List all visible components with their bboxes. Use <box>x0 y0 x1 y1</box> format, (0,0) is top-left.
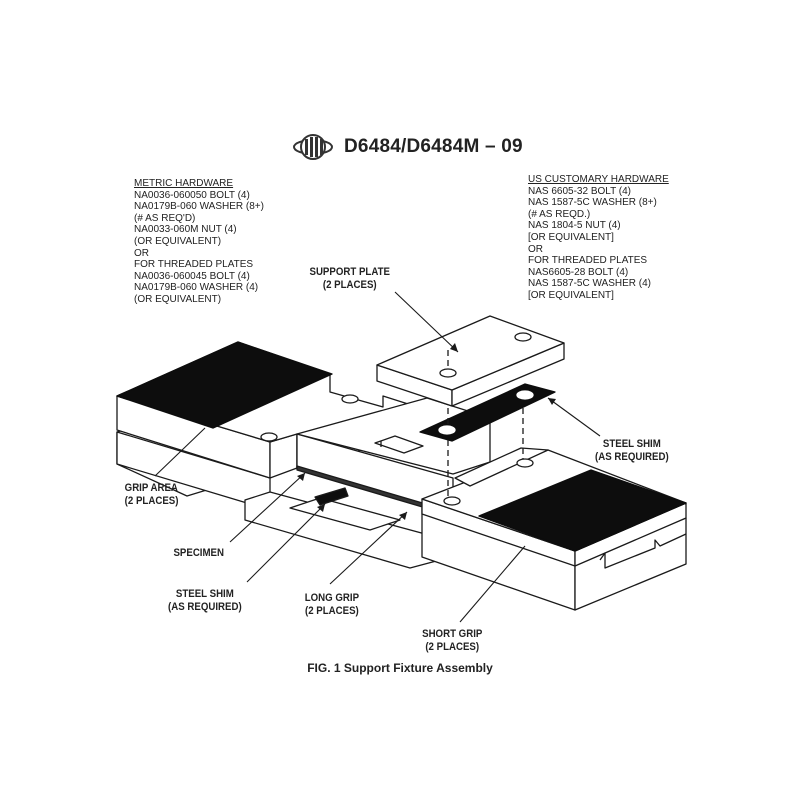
leader-short-grip <box>459 545 526 623</box>
metric-hardware-line: (OR EQUIVALENT) <box>134 235 222 247</box>
metric-hardware-line: (# AS REQ'D) <box>134 212 196 224</box>
callout-line: (2 PLACES) <box>322 278 377 291</box>
grip-area-right <box>478 469 687 552</box>
us-hardware-line: FOR THREADED PLATES <box>528 255 648 267</box>
us-hardware-line: OR <box>528 243 543 255</box>
us-hardware-line: NAS 1587-5C WASHER (8+) <box>528 197 657 209</box>
metric-hardware-line: NA0179B-060 WASHER (8+) <box>134 201 264 213</box>
us-hardware-line: NAS6605-28 BOLT (4) <box>528 266 629 278</box>
figure-caption: FIG. 1 Support Fixture Assembly <box>307 661 493 675</box>
metric-hardware-line: NA0179B-060 WASHER (4) <box>134 282 259 294</box>
callout-line: (AS REQUIRED) <box>595 450 669 463</box>
bolt-hole <box>443 496 461 506</box>
callout-line: SPECIMEN <box>173 547 225 559</box>
support-plate <box>376 315 565 407</box>
callout-line: SHORT GRIP <box>422 628 483 640</box>
bolt-hole <box>260 432 278 442</box>
us-hardware-line: NAS 6605-32 BOLT (4) <box>528 185 632 197</box>
us-hardware-line: NAS 1804-5 NUT (4) <box>528 220 621 232</box>
callout-line: (2 PLACES) <box>425 640 480 653</box>
bolt-hole <box>341 394 359 404</box>
metric-hardware-list: METRIC HARDWARE NA0036-060050 BOLT (4) N… <box>134 178 264 306</box>
tongue-slot <box>374 435 424 454</box>
callout-line: LONG GRIP <box>304 592 360 604</box>
callout-line: GRIP AREA <box>124 482 178 494</box>
document-designation: D6484/D6484M – 09 <box>344 136 523 157</box>
leader-support-plate <box>394 291 459 353</box>
leader-steel-shim-left <box>246 503 326 583</box>
metric-hardware-line: NA0036-060050 BOLT (4) <box>134 189 250 201</box>
steel-shim-exploded <box>419 383 556 442</box>
leader-long-grip <box>329 511 408 585</box>
us-hardware-line: [OR EQUIVALENT] <box>528 289 614 301</box>
us-hardware-line: (# AS REQD.) <box>528 208 591 220</box>
callout-short-grip: SHORT GRIP (2 PLACES) <box>422 628 482 653</box>
steel-shim-left <box>314 487 349 506</box>
callout-grip-area: GRIP AREA (2 PLACES) <box>125 482 179 507</box>
us-hardware-line: [OR EQUIVALENT] <box>528 231 614 243</box>
callout-line: (2 PLACES) <box>124 494 179 507</box>
metric-hardware-line: NA0033-060M NUT (4) <box>134 224 237 236</box>
grip-area-left <box>116 341 333 429</box>
leader-grip-area-left <box>154 427 206 477</box>
metric-hardware-line: (OR EQUIVALENT) <box>134 293 222 305</box>
metric-hardware-title: METRIC HARDWARE <box>134 178 234 189</box>
us-hardware-list: US CUSTOMARY HARDWARE NAS 6605-32 BOLT (… <box>528 174 669 302</box>
figure-header: D6484/D6484M – 09 <box>292 131 523 163</box>
callout-support-plate: SUPPORT PLATE (2 PLACES) <box>309 266 390 291</box>
metric-hardware-line: FOR THREADED PLATES <box>134 259 254 271</box>
callout-line: STEEL SHIM <box>602 438 661 450</box>
callout-steel-shim-right: STEEL SHIM (AS REQUIRED) <box>595 438 669 463</box>
leader-steel-shim-right <box>547 397 601 437</box>
callout-line: SUPPORT PLATE <box>309 266 390 278</box>
callout-line: STEEL SHIM <box>175 588 234 600</box>
leader-specimen <box>229 472 306 543</box>
metric-hardware-line: NA0036-060045 BOLT (4) <box>134 270 250 282</box>
bolt-hole <box>516 458 534 468</box>
metric-hardware-line: OR <box>134 247 149 259</box>
callout-long-grip: LONG GRIP (2 PLACES) <box>305 592 359 617</box>
us-hardware-line: NAS 1587-5C WASHER (4) <box>528 278 651 290</box>
callout-steel-shim-left: STEEL SHIM (AS REQUIRED) <box>168 588 242 613</box>
callout-specimen: SPECIMEN <box>173 547 224 560</box>
callout-line: (2 PLACES) <box>304 604 359 617</box>
astm-logo-icon <box>293 134 333 160</box>
us-hardware-title: US CUSTOMARY HARDWARE <box>528 174 669 185</box>
callout-line: (AS REQUIRED) <box>168 600 242 613</box>
